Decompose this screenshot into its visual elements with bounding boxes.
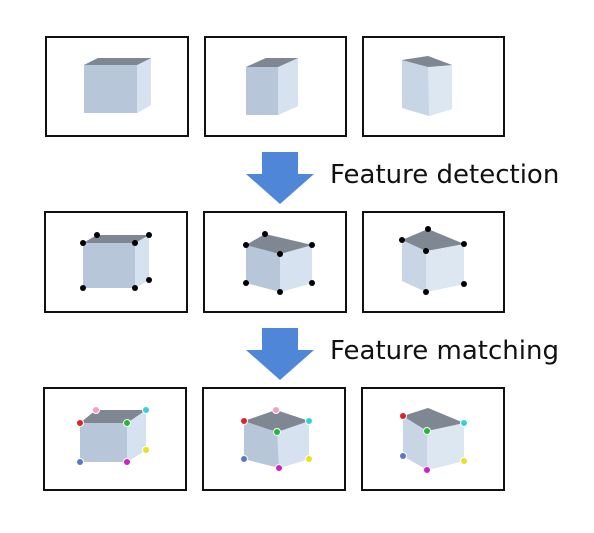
feature-detection-label: Feature detection: [330, 160, 560, 190]
cube-icon: [399, 226, 467, 295]
feature-matching-label: Feature matching: [330, 336, 559, 366]
keypoint-dot-icon: [240, 406, 313, 472]
input-view-3: [362, 36, 505, 137]
cube-icon: [84, 58, 151, 113]
detection-view-3: [362, 211, 505, 313]
cube-icon: [240, 406, 313, 472]
cube-icon: [80, 232, 152, 291]
cube-icon: [246, 58, 298, 115]
cube-icon: [399, 408, 468, 474]
cube-icon: [76, 406, 150, 466]
matching-view-3: [361, 387, 505, 491]
down-arrow-icon: [246, 152, 314, 204]
keypoint-dot-icon: [399, 226, 467, 295]
detection-view-1: [44, 211, 188, 313]
down-arrow-icon: [246, 328, 314, 380]
keypoint-dot-icon: [399, 412, 468, 474]
cube-icon: [402, 56, 452, 116]
detection-view-2: [203, 211, 347, 313]
keypoint-dot-icon: [243, 231, 315, 295]
keypoint-dot-icon: [76, 406, 150, 466]
cube-icon: [243, 231, 315, 295]
matching-view-2: [202, 387, 346, 491]
keypoint-dot-icon: [80, 232, 152, 291]
input-view-2: [204, 36, 347, 137]
input-view-1: [45, 36, 189, 137]
matching-view-1: [43, 387, 187, 491]
